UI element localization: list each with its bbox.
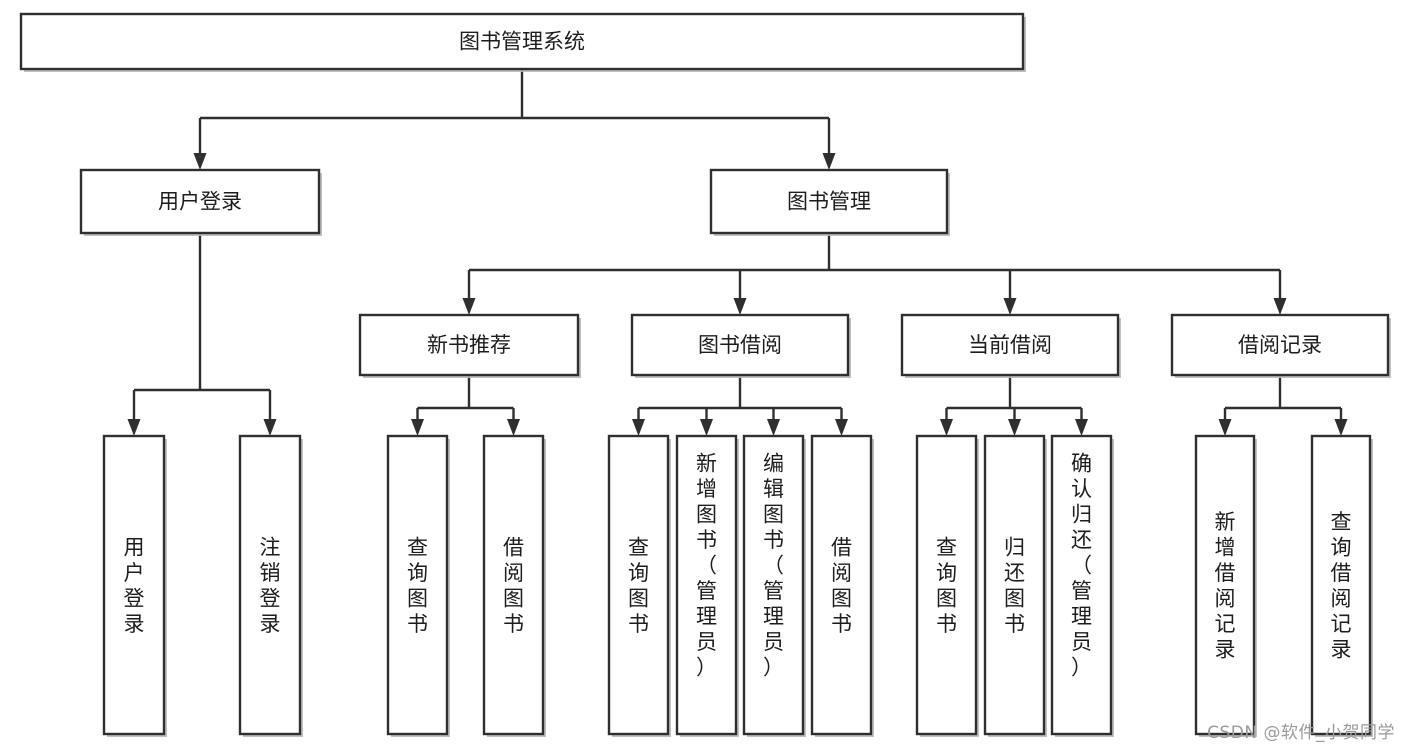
arrow-head xyxy=(263,419,277,436)
node-leaf-query-book-2[interactable]: 查询图书 xyxy=(607,434,671,737)
node-leaf-return-book[interactable]: 归还图书 xyxy=(983,434,1047,737)
node-label: 查询图书 xyxy=(936,535,957,636)
arrow-head xyxy=(632,419,645,436)
connector-group-root xyxy=(193,69,836,170)
arrow-head xyxy=(127,419,141,436)
node-label: 查询图书 xyxy=(628,535,649,636)
node-label: 借阅图书 xyxy=(503,535,524,636)
connector-group-new-book-recommend xyxy=(411,375,520,436)
node-leaf-confirm-return-admin[interactable]: 确认归还（管理员） xyxy=(1050,434,1114,737)
connector-group-user-login xyxy=(127,233,277,436)
node-rect xyxy=(1194,434,1256,736)
arrow-head xyxy=(1334,419,1348,436)
connector-group-borrow-record xyxy=(1218,375,1348,436)
node-leaf-borrow-book-1[interactable]: 借阅图书 xyxy=(482,434,546,737)
node-leaf-edit-book-admin[interactable]: 编辑图书（管理员） xyxy=(742,434,806,737)
node-leaf-add-borrow-record[interactable]: 新增借阅记录 xyxy=(1194,434,1257,737)
node-label: 查询借阅记录 xyxy=(1331,510,1352,662)
connector-group-book-manage xyxy=(462,233,1287,315)
arrow-head xyxy=(700,419,713,436)
arrow-head xyxy=(1218,419,1232,436)
node-label: 图书管理系统 xyxy=(459,30,585,54)
node-rect xyxy=(386,434,449,736)
node-book-manage[interactable]: 图书管理 xyxy=(709,168,950,236)
node-new-book-recommend[interactable]: 新书推荐 xyxy=(358,313,581,378)
node-leaf-user-login[interactable]: 用户登录 xyxy=(102,434,167,737)
node-leaf-query-book-1[interactable]: 查询图书 xyxy=(386,434,450,737)
arrow-head xyxy=(193,153,207,170)
watermark-label: CSDN @软件_小贺同学 xyxy=(1207,723,1395,743)
node-label: 新书推荐 xyxy=(427,333,511,357)
node-rect xyxy=(742,434,805,736)
node-label: 当前借阅 xyxy=(968,333,1052,357)
node-leaf-add-book-admin[interactable]: 新增图书（管理员） xyxy=(675,434,739,737)
node-leaf-borrow-book-2[interactable]: 借阅图书 xyxy=(810,434,874,737)
node-label: 注销登录 xyxy=(260,535,281,636)
arrow-head xyxy=(767,419,780,436)
arrow-head xyxy=(733,298,747,315)
arrow-head xyxy=(1008,419,1021,436)
node-rect xyxy=(709,168,949,235)
node-rect xyxy=(915,434,978,736)
node-rect xyxy=(1170,313,1390,377)
arrow-head xyxy=(940,419,953,436)
node-rect xyxy=(1310,434,1372,736)
node-label: 确认归还（管理员） xyxy=(1071,451,1092,679)
node-rect xyxy=(238,434,302,736)
node-label: 借阅图书 xyxy=(831,535,852,636)
arrow-head xyxy=(1075,419,1088,436)
node-leaf-query-borrow-record[interactable]: 查询借阅记录 xyxy=(1310,434,1373,737)
node-rect xyxy=(810,434,873,736)
connector-layer xyxy=(127,69,1348,436)
connector-group-book-borrow xyxy=(632,375,848,436)
node-label: 图书借阅 xyxy=(698,333,782,357)
node-rect xyxy=(630,313,850,377)
arrow-head xyxy=(507,419,520,436)
arrow-head xyxy=(1273,298,1287,315)
node-label: 用户登录 xyxy=(158,190,242,214)
arrow-head xyxy=(822,153,836,170)
node-leaf-query-book-3[interactable]: 查询图书 xyxy=(915,434,979,737)
node-rect xyxy=(1050,434,1113,736)
node-rect xyxy=(482,434,545,736)
node-label: 归还图书 xyxy=(1004,535,1025,636)
node-rect xyxy=(79,168,321,235)
arrow-head xyxy=(411,419,424,436)
arrow-head xyxy=(835,419,848,436)
node-rect xyxy=(19,12,1025,71)
node-label: 图书管理 xyxy=(787,190,871,214)
node-user-login[interactable]: 用户登录 xyxy=(79,168,322,236)
arrow-head xyxy=(462,298,476,315)
node-label: 借阅记录 xyxy=(1238,333,1322,357)
connector-group-current-borrow xyxy=(940,375,1088,436)
node-leaf-user-logout[interactable]: 注销登录 xyxy=(238,434,303,737)
node-book-borrow[interactable]: 图书借阅 xyxy=(630,313,851,378)
node-label: 新增借阅记录 xyxy=(1215,510,1236,662)
node-rect xyxy=(102,434,166,736)
node-label: 查询图书 xyxy=(407,535,428,636)
node-layer: 图书管理系统用户登录图书管理新书推荐图书借阅当前借阅借阅记录用户登录注销登录查询… xyxy=(19,12,1391,737)
node-root[interactable]: 图书管理系统 xyxy=(19,12,1026,72)
node-rect xyxy=(983,434,1046,736)
node-rect xyxy=(607,434,670,736)
node-rect xyxy=(675,434,738,736)
arrow-head xyxy=(1003,298,1017,315)
node-current-borrow[interactable]: 当前借阅 xyxy=(900,313,1121,378)
node-rect xyxy=(900,313,1120,377)
node-rect xyxy=(358,313,580,377)
node-label: 新增图书（管理员） xyxy=(696,451,717,679)
node-borrow-record[interactable]: 借阅记录 xyxy=(1170,313,1391,378)
node-label: 编辑图书（管理员） xyxy=(763,451,784,679)
node-label: 用户登录 xyxy=(124,535,145,636)
